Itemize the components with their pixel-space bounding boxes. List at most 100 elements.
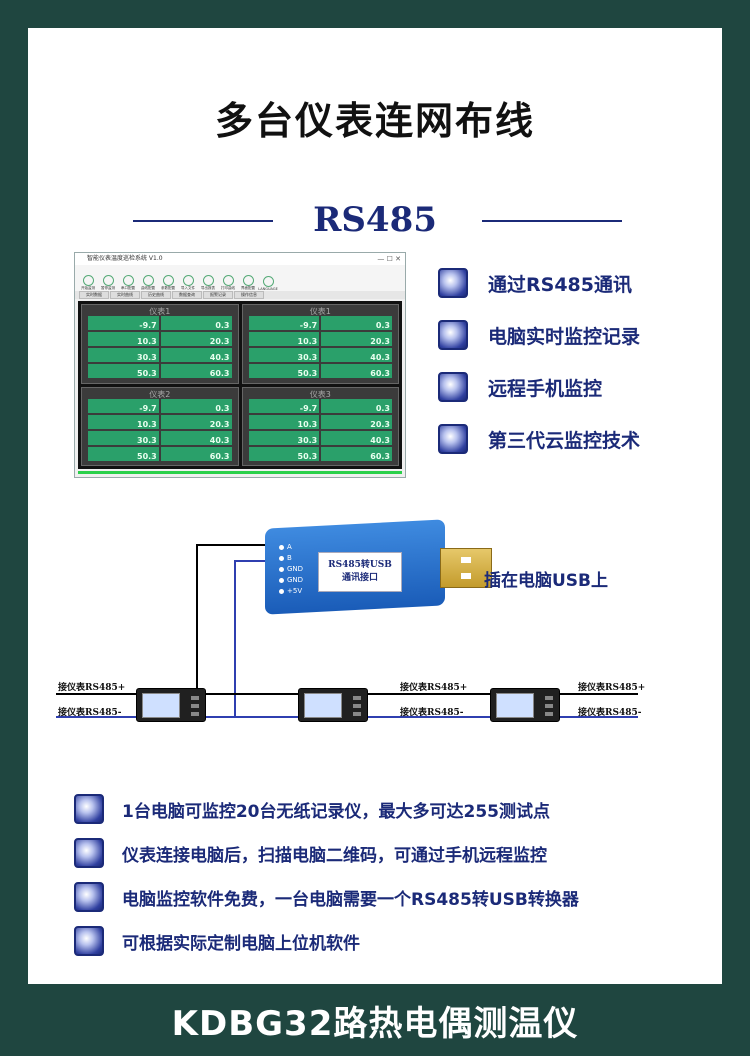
channel-cell: 30.3 [88,430,159,445]
channel-value: -9.7 [299,403,318,413]
channel-cell: 20.3 [321,414,392,429]
toolbar-icon [222,275,234,286]
meter-key [545,696,553,700]
note-text: 电脑监控软件免费，一台电脑需要一个RS485转USB转换器 [122,889,579,910]
meter-key [545,712,553,716]
channel-cell: 30.3 [248,430,320,445]
channel-value: 40.3 [370,353,390,362]
feature-text: 电脑实时监控记录 [488,325,641,348]
divider-right [482,220,622,222]
toolbar-button[interactable]: 暂停监测 [99,275,117,291]
channel-cell: 20.3 [160,414,232,429]
channel-cell: 0.3 [160,316,232,330]
channel-value: -9.7 [139,321,157,330]
bullet-icon [438,424,468,454]
meter-key [191,696,199,700]
channel-value: 30.3 [137,435,157,445]
channel-cell: -9.7 [248,398,320,413]
tab[interactable]: 实时曲线 [110,291,140,299]
channel-value: 0.3 [215,403,230,413]
tab[interactable]: 实时数据 [79,291,109,299]
channel-value: 30.3 [297,435,318,445]
channel-value: 60.3 [209,451,230,461]
wire-label-minus: 接仪表RS485- [578,708,642,718]
toolbar-icon [82,275,94,286]
feature-item: 通过RS485通讯 [438,268,632,298]
toolbar-label: 暂停监测 [101,286,115,290]
subtitle: RS485 [313,200,437,240]
note-text: 可根据实际定制电脑上位机软件 [122,933,360,954]
panel-name: 仪表1 [309,307,331,316]
toolbar-button[interactable]: LANGUAGE [258,276,278,291]
tab[interactable]: 历史曲线 [141,291,171,299]
toolbar-icon [102,275,114,286]
channel-cell: 20.3 [160,332,232,346]
toolbar-button[interactable]: 导出报表 [199,275,217,291]
channel-value: 40.3 [370,435,390,445]
meter-key [353,704,361,708]
channel-value: 20.3 [209,419,230,429]
toolbar-button[interactable]: 打印曲线 [219,275,237,291]
tab[interactable]: 数据查询 [172,291,202,299]
meter-screen [496,693,534,718]
toolbar-label: 曲线配置 [141,286,155,290]
meter-key [353,696,361,700]
meter-key [191,712,199,716]
wire-label-plus: 接仪表RS485+ [58,683,126,693]
meter-key [545,704,553,708]
toolbar-icon [182,275,194,286]
subtitle-row: RS485 [28,196,722,246]
toolbar-icon [202,275,214,286]
window-controls-icon: — ☐ ✕ [377,255,401,263]
toolbar-button[interactable]: 界面配置 [239,275,257,291]
channel-value: 20.3 [370,337,390,346]
plug-hole [461,557,471,563]
usb-plug [440,548,492,588]
toolbar-button[interactable]: 参数配置 [159,275,177,291]
feature-item: 电脑实时监控记录 [438,320,640,350]
toolbar-button[interactable]: 曲线配置 [139,275,157,291]
meter-screen [304,693,342,718]
feature-text: 通过RS485通讯 [488,273,632,296]
channel-value: 50.3 [297,451,318,461]
terminal-label: B [278,553,306,564]
toolbar-button[interactable]: 导入文件 [179,275,197,291]
channel-cell: 50.3 [88,446,159,461]
meter-device [490,688,560,722]
toolbar-button[interactable]: 串口配置 [119,275,137,291]
meter-key [353,712,361,716]
channel-value: 20.3 [209,337,230,346]
terminal-label: +5V [278,586,306,597]
panel-name: 仪表1 [149,307,171,316]
toolbar-icon [142,275,154,286]
terminal-label: A [278,542,306,553]
toolbar-button[interactable]: 开始监测 [79,275,97,291]
footer-title: KDBG32路热电偶测温仪 [171,1004,579,1044]
window-title-text: 智能仪表温度巡检系统 V1.0 [87,255,163,262]
toolbar-label: 界面配置 [241,286,255,290]
toolbar-icon [242,275,254,286]
tab[interactable]: 操作信息 [234,291,264,299]
channel-value: 60.3 [370,369,390,378]
wire-label-minus: 接仪表RS485- [400,708,464,718]
toolbar-label: 导入文件 [181,286,195,290]
usb-label-line1: RS485转USB [328,560,392,570]
tab[interactable]: 报警记录 [203,291,233,299]
note-item: 可根据实际定制电脑上位机软件 [74,926,360,956]
note-text: 1台电脑可监控20台无纸记录仪，最大多可达255测试点 [122,801,550,822]
wire-a-vertical [196,544,198,668]
panel-name: 仪表2 [149,389,171,399]
toolbar-label: 导出报表 [201,286,215,290]
software-window: 智能仪表温度巡检系统 V1.0 — ☐ ✕ 开始监测暂停监测 串口配置 曲线配置参数… [74,252,406,478]
channel-cell: 10.3 [248,414,320,429]
channel-cell: 60.3 [321,446,392,461]
note-text: 仪表连接电脑后，扫描电脑二维码，可通过手机远程监控 [122,845,547,866]
channel-cell: -9.7 [88,398,159,413]
toolbar-label: 串口配置 [121,286,135,290]
divider-left [133,220,273,222]
channel-cell: 40.3 [160,430,232,445]
